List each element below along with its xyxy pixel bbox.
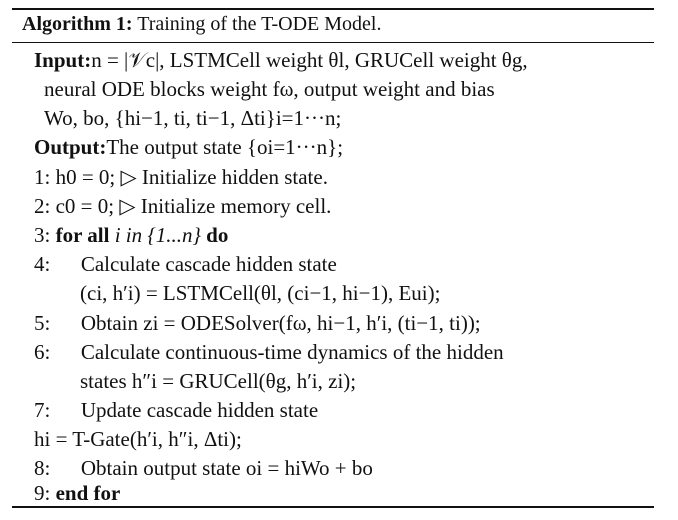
step-8: 8: Obtain output state oi = hiWo + bo xyxy=(34,456,373,480)
step-4: 4: Calculate cascade hidden state xyxy=(34,252,337,276)
step-3-keyword-for: for all xyxy=(55,223,110,247)
algorithm-caption: Algorithm 1: Training of the T-ODE Model… xyxy=(22,13,381,36)
step-6-text: Calculate continuous-time dynamics of th… xyxy=(80,340,504,364)
step-3-num: 3: xyxy=(34,223,51,247)
step-7: 7: Update cascade hidden state xyxy=(34,398,318,422)
step-3-keyword-do: do xyxy=(206,223,229,247)
step-4-text: Calculate cascade hidden state xyxy=(80,252,337,276)
step-5-num: 5: xyxy=(34,311,51,335)
caption-label: Algorithm 1: xyxy=(22,13,133,35)
step-6-num: 6: xyxy=(34,340,51,364)
input-line-3: Wo, bo, {hi−1, ti, ti−1, Δti}i=1···n; xyxy=(44,106,341,130)
step-8-text: Obtain output state oi = hiWo + bo xyxy=(80,456,373,480)
step-1-text: h0 = 0; ▷ Initialize hidden state. xyxy=(55,165,328,189)
step-5: 5: Obtain zi = ODESolver(fω, hi−1, h′i, … xyxy=(34,311,481,335)
caption-title: Training of the T-ODE Model. xyxy=(137,13,382,35)
step-6: 6: Calculate continuous-time dynamics of… xyxy=(34,340,504,364)
input-line-1: Input:n = |𝒱c|, LSTMCell weight θl, GRUC… xyxy=(34,48,528,72)
output-label: Output: xyxy=(34,135,107,159)
step-5-text: Obtain zi = ODESolver(fω, hi−1, h′i, (ti… xyxy=(80,311,481,335)
output-line: Output:The output state {oi=1···n}; xyxy=(34,135,343,159)
input-text-1: n = |𝒱c|, LSTMCell weight θl, GRUCell we… xyxy=(91,48,528,72)
input-text-2: neural ODE blocks weight fω, output weig… xyxy=(44,77,495,101)
step-6-continued: states h″i = GRUCell(θg, h′i, zi); xyxy=(80,369,356,393)
input-text-3: Wo, bo, {hi−1, ti, ti−1, Δti}i=1···n; xyxy=(44,106,342,130)
step-9-num: 9: xyxy=(34,481,51,505)
bottom-rule xyxy=(12,506,654,508)
step-3: 3: for all i in {1...n} do xyxy=(34,223,228,247)
step-7-continued: hi = T-Gate(h′i, h″i, Δti); xyxy=(34,427,242,451)
step-1-num: 1: xyxy=(34,165,51,189)
step-9: 9: end for xyxy=(34,481,120,505)
step-7-num: 7: xyxy=(34,398,51,422)
step-9-keyword: end for xyxy=(55,481,121,505)
top-rule xyxy=(12,8,654,10)
step-1: 1: h0 = 0; ▷ Initialize hidden state. xyxy=(34,165,328,189)
step-2-num: 2: xyxy=(34,194,51,218)
step-7b-text: hi = T-Gate(h′i, h″i, Δti); xyxy=(34,427,242,451)
step-4-continued: (ci, h′i) = LSTMCell(θl, (ci−1, hi−1), E… xyxy=(80,281,440,305)
step-6b-text: states h″i = GRUCell(θg, h′i, zi); xyxy=(80,369,357,393)
step-8-num: 8: xyxy=(34,456,51,480)
step-4b-text: (ci, h′i) = LSTMCell(θl, (ci−1, hi−1), E… xyxy=(80,281,441,305)
step-2: 2: c0 = 0; ▷ Initialize memory cell. xyxy=(34,194,331,218)
step-2-text: c0 = 0; ▷ Initialize memory cell. xyxy=(55,194,332,218)
caption-rule xyxy=(12,42,654,43)
step-7-text: Update cascade hidden state xyxy=(80,398,319,422)
input-line-2: neural ODE blocks weight fω, output weig… xyxy=(44,77,495,101)
output-text: The output state {oi=1···n}; xyxy=(106,135,344,159)
input-label: Input: xyxy=(34,48,92,72)
step-4-num: 4: xyxy=(34,252,51,276)
step-3-text: i in {1...n} xyxy=(114,223,201,247)
